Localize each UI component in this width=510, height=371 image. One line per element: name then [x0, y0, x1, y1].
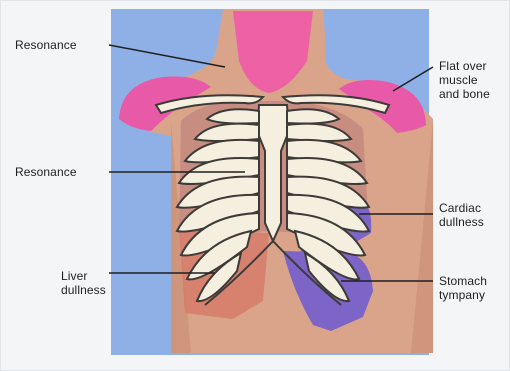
label-resonance-top: Resonance [15, 38, 77, 52]
label-cardiac-line-2: dullness [439, 215, 484, 229]
label-liver-line-1: Liver [61, 269, 106, 283]
label-stomach-line-1: Stomach [439, 274, 487, 288]
label-stomach-line-2: tympany [439, 288, 487, 302]
label-cardiac-line-1: Cardiac [439, 201, 484, 215]
label-cardiac-dullness: Cardiac dullness [439, 201, 484, 229]
label-flat-over-line-2: muscle [439, 73, 490, 87]
label-flat-over-muscle-bone: Flat over muscle and bone [439, 59, 490, 101]
label-resonance-mid: Resonance [15, 165, 77, 179]
label-liver-line-2: dullness [61, 283, 106, 297]
label-flat-over-line-1: Flat over [439, 59, 490, 73]
label-stomach-tympany: Stomach tympany [439, 274, 487, 302]
label-flat-over-line-3: and bone [439, 87, 490, 101]
label-liver-dullness: Liver dullness [61, 269, 106, 297]
